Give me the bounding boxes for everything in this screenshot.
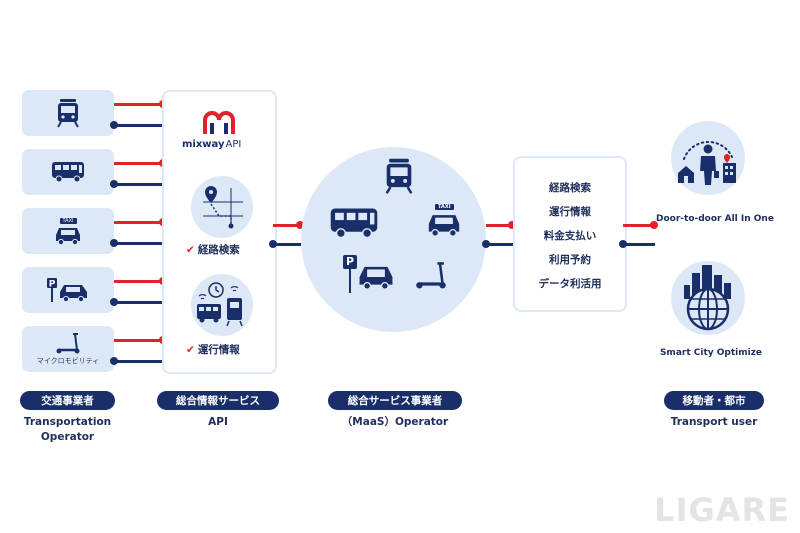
services-panel: 経路検索 運行情報 料金支払い 利用予約 データ利活用 [513, 156, 627, 312]
operation-info-icon [197, 282, 243, 327]
label-info-service-jp: 総合情報サービス [157, 391, 279, 410]
connector-dot [110, 357, 118, 365]
connector-dot [110, 239, 118, 247]
operation-info-circle [191, 274, 253, 336]
connector-navy [114, 301, 164, 304]
micro-mobility-label: マイクロモビリティ [36, 357, 100, 365]
connector-dot [110, 121, 118, 129]
connector-dot [296, 221, 304, 229]
taxi-sign: TAXI [59, 217, 77, 224]
car-icon [359, 266, 393, 290]
feature-operation-info: ✔運行情報 [186, 342, 240, 357]
connector-navy [114, 242, 164, 245]
service-item: 運行情報 [549, 206, 591, 218]
api-panel: mixwayAPI ✔経路検索 ✔運行情報 [162, 90, 277, 374]
label-transport-user-jp: 移動者・都市 [664, 391, 764, 410]
smart-city-label: Smart City Optimize [659, 348, 763, 358]
connector-red [273, 224, 301, 227]
connector-dot [482, 240, 490, 248]
feature-route-label: 経路検索 [197, 244, 240, 256]
svg-text:P: P [49, 280, 56, 290]
service-item: データ利活用 [538, 278, 602, 290]
label-transport-operator-en: Transportation Operator [10, 415, 125, 445]
connector-navy [273, 243, 301, 246]
parking-pole [349, 269, 351, 293]
connector-red [114, 339, 164, 342]
taxi-sign: TAXI [435, 204, 454, 210]
taxi-icon [56, 227, 80, 245]
check-icon: ✔ [186, 344, 195, 356]
connector-red [114, 162, 164, 165]
door-to-door-label: Door-to-door All In One [656, 214, 774, 224]
route-map-icon [203, 186, 243, 229]
smart-city-globe-icon [684, 265, 731, 331]
brand-name: mixway [182, 139, 225, 150]
ligare-watermark: LIGARE [654, 491, 790, 529]
connector-dot [650, 221, 658, 229]
connector-dot [110, 180, 118, 188]
train-icon [385, 158, 413, 194]
service-item: 料金支払い [543, 230, 597, 242]
label-transport-en-line1: Transportation [23, 416, 112, 428]
kick-scooter-icon [56, 333, 80, 354]
label-maas-operator-jp: 総合サービス事業者 [328, 391, 462, 410]
label-transport-user-en: Transport user [670, 416, 758, 428]
operator-parking-car: P [22, 267, 114, 313]
connector-red [623, 224, 655, 227]
feature-operation-label: 運行情報 [197, 344, 240, 356]
connector-red [114, 221, 164, 224]
connector-red [114, 280, 164, 283]
route-search-circle [191, 176, 253, 238]
service-item: 経路検索 [549, 182, 591, 194]
connector-dot [269, 240, 277, 248]
brand-suffix: API [225, 139, 242, 150]
mixway-logo-icon [203, 111, 235, 134]
check-icon: ✔ [186, 244, 195, 256]
kick-scooter-icon [416, 262, 446, 289]
taxi-icon [428, 215, 460, 237]
operator-micro-mobility: マイクロモビリティ [22, 326, 114, 372]
operator-taxi: TAXI [22, 208, 114, 254]
bus-icon [330, 208, 378, 239]
connector-dot [619, 240, 627, 248]
door-to-door-circle [671, 121, 745, 195]
feature-route-search: ✔経路検索 [186, 242, 240, 257]
connector-navy [114, 183, 164, 186]
connector-navy [486, 243, 513, 246]
bus-icon [52, 162, 84, 183]
operator-bus [22, 149, 114, 195]
connector-dot [508, 221, 516, 229]
service-item: 利用予約 [549, 254, 591, 266]
label-maas-operator-en: （MaaS）Operator [341, 416, 449, 428]
parking-sign: P [343, 255, 357, 269]
smart-city-circle [671, 261, 745, 335]
connector-navy [623, 243, 655, 246]
label-transport-en-line2: Operator [40, 431, 95, 443]
person-commute-icon [678, 140, 736, 185]
connector-red [114, 103, 164, 106]
label-transport-operator-jp: 交通事業者 [20, 391, 115, 410]
operator-train [22, 90, 114, 136]
connector-dot [110, 298, 118, 306]
connector-navy [114, 360, 164, 363]
connector-navy [114, 124, 164, 127]
maas-operator-circle: TAXI P [301, 147, 486, 332]
parking-car-icon: P [47, 278, 87, 303]
mixway-brand: mixwayAPI [182, 139, 241, 150]
train-icon [57, 99, 79, 128]
connector-red [486, 224, 513, 227]
label-info-service-en: API [208, 416, 228, 428]
